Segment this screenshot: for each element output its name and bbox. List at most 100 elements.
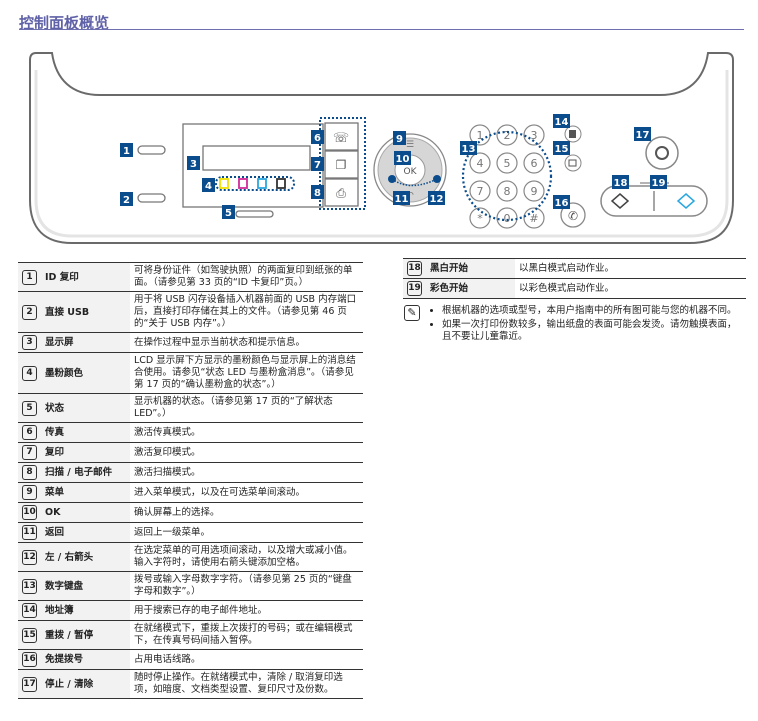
row-description: 确认屏幕上的选择。: [130, 502, 363, 523]
row-label: 传真: [45, 427, 65, 438]
row-number: 7: [22, 445, 37, 460]
color-start-icon: [676, 193, 696, 209]
row-number: 12: [22, 549, 37, 565]
note-icon: ✎: [404, 305, 420, 321]
left-arrow-dot: [388, 175, 396, 183]
callout-marker: [553, 195, 570, 209]
row-number: 15: [22, 627, 37, 643]
keypad-key: [469, 152, 491, 174]
row-label: 免提拨号: [45, 654, 84, 665]
callout-marker: [120, 192, 133, 206]
id-copy-button: [137, 145, 166, 155]
callout-marker: [120, 143, 133, 157]
row-description: 显示机器的状态。（请参见第 17 页的“了解状态 LED”。）: [130, 393, 363, 423]
callout-number: 18: [614, 178, 628, 189]
row-description: 激活扫描模式。: [130, 462, 363, 483]
keypad-key: [523, 152, 545, 174]
callout-number: 16: [555, 198, 569, 209]
row-label: 数字键盘: [45, 580, 84, 592]
keypad-key-label: 5: [504, 157, 511, 170]
row-number: 11: [22, 525, 37, 540]
callout-number: 17: [636, 130, 650, 141]
callout-number: 4: [205, 181, 212, 192]
status-led: [235, 210, 274, 218]
row-label-cell: 6 传真: [18, 422, 130, 443]
row-label: 显示屏: [45, 337, 74, 348]
row-description: 用于将 USB 闪存设备插入机器前面的 USB 内存端口后，直接打印存储在其上的…: [130, 291, 363, 333]
row-label-cell: 16 免提拨号: [18, 649, 130, 670]
toner-icon: [257, 178, 267, 189]
keypad-key-label: 9: [531, 185, 538, 198]
callout-number: 1: [123, 146, 130, 157]
callout-marker: [634, 127, 651, 141]
row-description: 激活复印模式。: [130, 442, 363, 463]
row-description: 在选定菜单的可用选项间滚动，以及增大或减小值。输入字符时，请使用右箭头键添加空格…: [130, 542, 363, 572]
keypad-key-label: *: [477, 212, 483, 225]
row-label: 彩色开始: [430, 283, 469, 294]
page-title: 控制面板概览: [19, 14, 110, 32]
row-label: ID 复印: [45, 271, 79, 283]
copy-icon: ❐: [336, 158, 347, 172]
callout-number: 2: [123, 195, 130, 206]
note-item: 如果一次打印份数较多，输出纸盘的表面可能会发烫。请勿触摸表面，且不要让儿童靠近。: [442, 319, 744, 343]
phone-icon: ✆: [568, 209, 578, 223]
row-number: 9: [22, 485, 37, 500]
keypad-key-label: 8: [504, 185, 511, 198]
callout-marker: [612, 175, 629, 189]
row-label: 扫描 / 电子邮件: [45, 467, 113, 478]
keypad-key: [469, 180, 491, 202]
callout-marker: [460, 141, 477, 155]
row-number: 16: [22, 652, 37, 667]
callout-number: 7: [314, 160, 321, 171]
row-description: 占用电话线路。: [130, 649, 363, 670]
keypad-key-label: 3: [531, 129, 538, 142]
row-description: 在就绪模式下，重拨上次拨打的号码；或在编辑模式下，在传真号码间插入暂停。: [130, 620, 363, 650]
keypad-key-label: 4: [477, 157, 484, 170]
keypad-key: [496, 124, 518, 146]
row-description: 随时停止操作。在就绪模式中，清除 / 取消复印选项，如暗度、文档类型设置、复印尺…: [130, 669, 363, 699]
row-number: 10: [22, 505, 37, 520]
row-description: 以彩色模式启动作业。: [515, 278, 746, 299]
row-description: 拨号或输入字母数字字符。（请参见第 25 页的“键盘字母和数字”。）: [130, 571, 363, 601]
row-description: 用于搜索已存的电子邮件地址。: [130, 600, 363, 621]
fax-icon: ☏: [333, 131, 349, 146]
callout-number: 3: [190, 159, 197, 170]
scan-icon: ⎙: [336, 186, 346, 200]
callout-number: 19: [652, 178, 666, 189]
row-number: 6: [22, 425, 37, 440]
keypad-key: [523, 180, 545, 202]
row-description: 进入菜单模式，以及在可选菜单间滚动。: [130, 482, 363, 503]
toner-indicator-group: [215, 176, 295, 191]
callout-marker: [311, 130, 324, 144]
keypad-key-label: 1: [477, 129, 484, 142]
note-box: ✎ 根据机器的选项或型号，本用户指南中的所有图可能与您的机器不同。 如果一次打印…: [404, 305, 744, 345]
callout-marker: [393, 191, 410, 205]
table-row: 16 免提拨号 占用电话线路。: [18, 649, 363, 670]
row-description: LCD 显示屏下方显示的墨粉颜色与显示屏上的消息结合使用。请参见“状态 LED …: [130, 352, 363, 394]
toner-icon: [276, 178, 286, 189]
toner-icon: [238, 178, 248, 189]
